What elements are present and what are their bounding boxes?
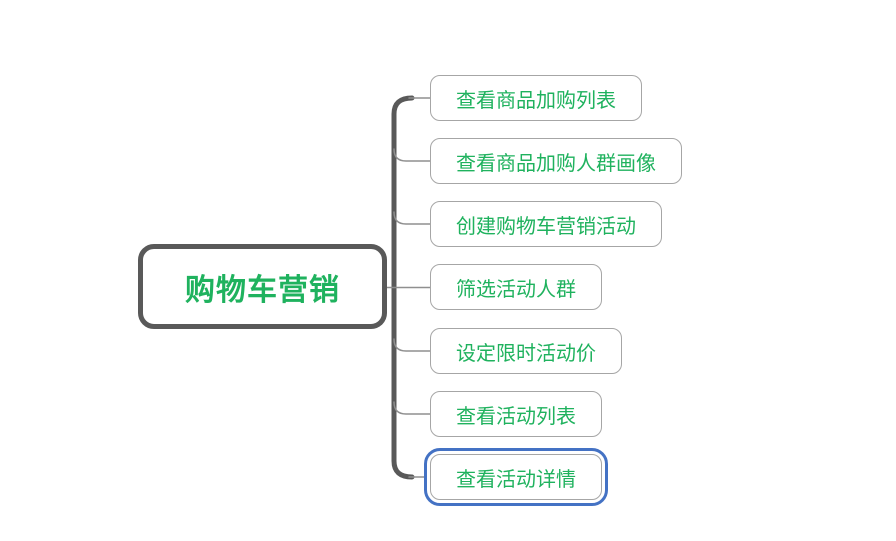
topic-label: 查看活动列表 <box>456 405 576 428</box>
topic-node[interactable]: 查看商品加购人群画像 <box>430 138 682 184</box>
root-topic[interactable]: 购物车营销 <box>138 244 387 329</box>
topic-label: 查看商品加购列表 <box>456 89 616 112</box>
topic-label: 设定限时活动价 <box>456 342 596 365</box>
topic-label: 创建购物车营销活动 <box>456 215 636 238</box>
topic-node[interactable]: 查看活动列表 <box>430 391 602 437</box>
topic-node-selected[interactable]: 查看活动详情 <box>424 448 608 506</box>
topic-label: 查看活动详情 <box>456 468 576 491</box>
topic-node[interactable]: 查看商品加购列表 <box>430 75 642 121</box>
topic-label: 筛选活动人群 <box>456 278 576 301</box>
topic-node[interactable]: 创建购物车营销活动 <box>430 201 662 247</box>
topic-node[interactable]: 设定限时活动价 <box>430 328 622 374</box>
topic-node[interactable]: 筛选活动人群 <box>430 264 602 310</box>
root-topic-label: 购物车营销 <box>185 273 340 307</box>
topic-label: 查看商品加购人群画像 <box>456 152 656 175</box>
